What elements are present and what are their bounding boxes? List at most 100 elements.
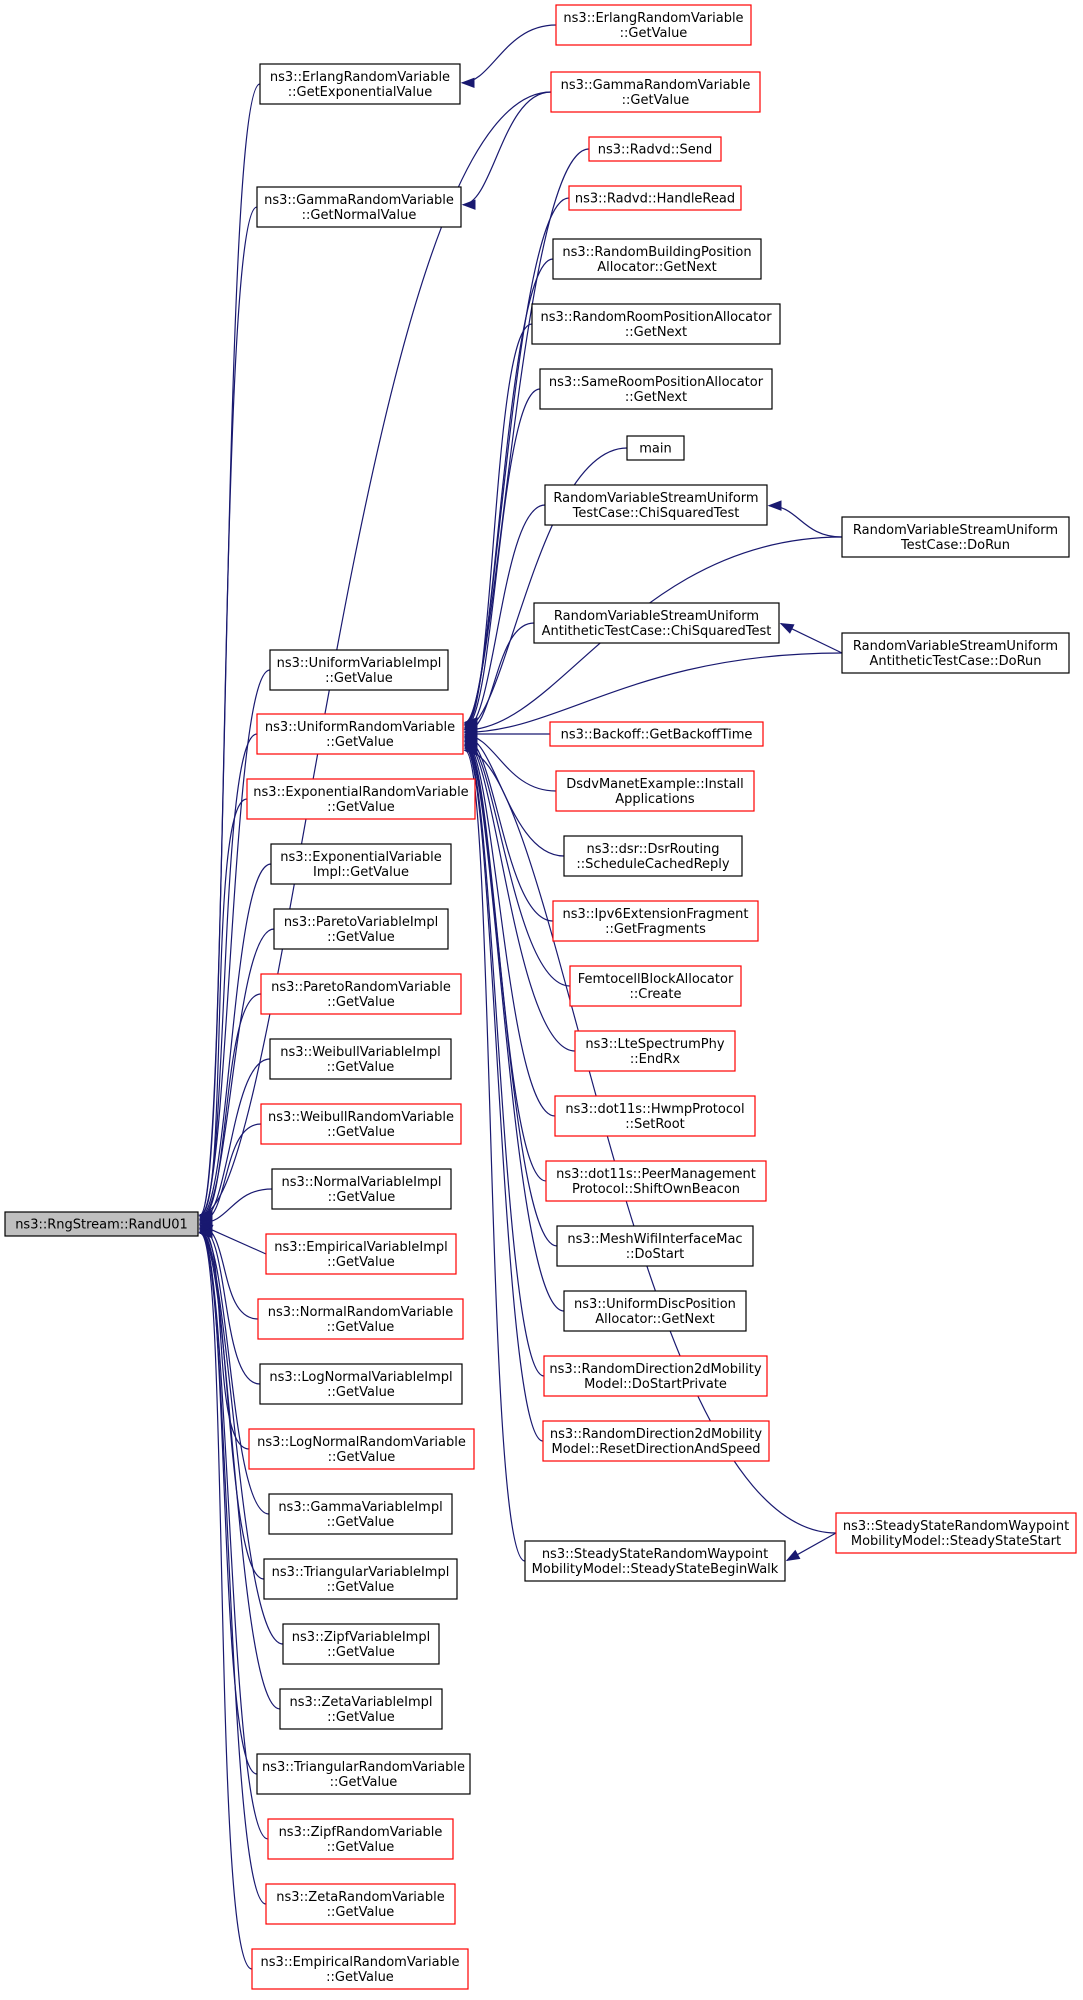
node-erl_getexp[interactable]: ns3::ErlangRandomVariable::GetExponentia… bbox=[259, 63, 461, 105]
node-lnvi[interactable]: ns3::LogNormalVariableImpl::GetValue bbox=[259, 1363, 463, 1405]
edge-root-evi bbox=[199, 863, 272, 1218]
node-peer[interactable]: ns3::dot11s::PeerManagementProtocol::Shi… bbox=[545, 1160, 767, 1202]
node-erl_getval[interactable]: ns3::ErlangRandomVariable::GetValue bbox=[555, 4, 752, 46]
node-root[interactable]: ns3::RngStream::RandU01 bbox=[4, 1211, 199, 1237]
node-gam_getnorm[interactable]: ns3::GammaRandomVariable::GetNormalValue bbox=[256, 186, 462, 228]
node-rrpa[interactable]: ns3::RandomRoomPositionAllocator::GetNex… bbox=[531, 303, 781, 345]
arrowhead bbox=[785, 1549, 801, 1562]
arrowhead bbox=[198, 1227, 213, 1239]
arrowhead bbox=[461, 199, 476, 210]
node-rbpa[interactable]: ns3::RandomBuildingPositionAllocator::Ge… bbox=[552, 238, 762, 280]
node-rvsua_chi[interactable]: RandomVariableStreamUniformAntitheticTes… bbox=[533, 602, 780, 644]
node-rvsu_chi[interactable]: RandomVariableStreamUniformTestCase::Chi… bbox=[544, 484, 768, 526]
node-ssrw_start[interactable]: ns3::SteadyStateRandomWaypointMobilityMo… bbox=[835, 1512, 1077, 1554]
node-radvd_read[interactable]: ns3::Radvd::HandleRead bbox=[568, 185, 742, 211]
node-label: ::GetFragments bbox=[605, 922, 706, 937]
node-box bbox=[260, 1103, 462, 1145]
node-zetavi[interactable]: ns3::ZetaVariableImpl::GetValue bbox=[279, 1688, 443, 1730]
node-box bbox=[841, 516, 1070, 558]
node-label: main bbox=[639, 442, 671, 457]
node-wrv[interactable]: ns3::WeibullRandomVariable::GetValue bbox=[260, 1103, 462, 1145]
node-label: ::SetRoot bbox=[625, 1117, 685, 1132]
node-rvsu_run[interactable]: RandomVariableStreamUniformTestCase::DoR… bbox=[841, 516, 1070, 558]
edge-urv-rvsua_chi bbox=[464, 622, 535, 733]
node-box bbox=[552, 900, 759, 942]
node-urv[interactable]: ns3::UniformRandomVariable::GetValue bbox=[256, 713, 464, 755]
edge-urv-lte bbox=[464, 739, 576, 1052]
node-label: ns3::ZipfRandomVariable bbox=[279, 1825, 443, 1840]
node-box bbox=[539, 368, 773, 410]
node-label: Impl::GetValue bbox=[313, 865, 409, 880]
node-label: Protocol::ShiftOwnBeacon bbox=[572, 1182, 740, 1197]
node-label: ns3::ParetoVariableImpl bbox=[284, 915, 438, 930]
node-box bbox=[568, 185, 742, 211]
node-gvi[interactable]: ns3::GammaVariableImpl::GetValue bbox=[268, 1493, 453, 1535]
node-zetarv[interactable]: ns3::ZetaRandomVariable::GetValue bbox=[265, 1883, 456, 1925]
node-tvi[interactable]: ns3::TriangularVariableImpl::GetValue bbox=[263, 1558, 458, 1600]
node-hwmp[interactable]: ns3::dot11s::HwmpProtocol::SetRoot bbox=[554, 1095, 756, 1137]
node-label: ::GetValue bbox=[327, 1515, 395, 1530]
edge-root-wvi bbox=[199, 1058, 271, 1222]
node-label: ns3::RandomBuildingPosition bbox=[562, 245, 751, 260]
node-udpa[interactable]: ns3::UniformDiscPositionAllocator::GetNe… bbox=[563, 1290, 747, 1332]
node-label: ns3::ExponentialVariable bbox=[280, 850, 442, 865]
node-lte[interactable]: ns3::LteSpectrumPhy::EndRx bbox=[574, 1030, 736, 1072]
node-nvi[interactable]: ns3::NormalVariableImpl::GetValue bbox=[271, 1168, 452, 1210]
node-backoff[interactable]: ns3::Backoff::GetBackoffTime bbox=[549, 721, 764, 747]
node-nrv[interactable]: ns3::NormalRandomVariable::GetValue bbox=[257, 1298, 464, 1340]
node-box bbox=[555, 4, 752, 46]
node-label: ns3::dsr::DsrRouting bbox=[587, 842, 720, 857]
arrowhead bbox=[779, 622, 795, 634]
node-label: ns3::SteadyStateRandomWaypoint bbox=[843, 1519, 1069, 1534]
node-box bbox=[533, 602, 780, 644]
node-label: ns3::dot11s::PeerManagement bbox=[556, 1167, 756, 1182]
node-label: ::GetValue bbox=[327, 1840, 395, 1855]
node-ipv6frag[interactable]: ns3::Ipv6ExtensionFragment::GetFragments bbox=[552, 900, 759, 942]
node-rvsua_run[interactable]: RandomVariableStreamUniformAntitheticTes… bbox=[841, 632, 1070, 674]
node-lnrv[interactable]: ns3::LogNormalRandomVariable::GetValue bbox=[248, 1428, 475, 1470]
node-uvi[interactable]: ns3::UniformVariableImpl::GetValue bbox=[269, 649, 449, 691]
node-gam_getval[interactable]: ns3::GammaRandomVariable::GetValue bbox=[550, 71, 761, 113]
arrowhead bbox=[767, 500, 782, 511]
node-trv[interactable]: ns3::TriangularRandomVariable::GetValue bbox=[256, 1753, 471, 1795]
node-label: ns3::ZipfVariableImpl bbox=[292, 1630, 430, 1645]
node-radvd_send[interactable]: ns3::Radvd::Send bbox=[588, 136, 722, 162]
node-label: ns3::LogNormalRandomVariable bbox=[257, 1435, 466, 1450]
node-emprv[interactable]: ns3::EmpiricalRandomVariable::GetValue bbox=[251, 1948, 469, 1990]
node-mesh[interactable]: ns3::MeshWifiInterfaceMac::DoStart bbox=[556, 1225, 754, 1267]
node-ssrw_walk[interactable]: ns3::SteadyStateRandomWaypointMobilityMo… bbox=[524, 1540, 786, 1582]
node-label: AntitheticTestCase::DoRun bbox=[869, 654, 1041, 669]
node-label: ns3::GammaRandomVariable bbox=[561, 78, 751, 93]
node-zrv[interactable]: ns3::ZipfRandomVariable::GetValue bbox=[267, 1818, 454, 1860]
node-main[interactable]: main bbox=[626, 435, 685, 461]
node-label: ::GetValue bbox=[327, 1905, 395, 1920]
edge-root-zetarv bbox=[199, 1232, 267, 1905]
edge-gam_getnorm-gam_getval bbox=[462, 91, 552, 206]
node-label: ::GetValue bbox=[327, 1320, 395, 1335]
edge-urv-rd2d_start bbox=[464, 746, 545, 1377]
node-wvi[interactable]: ns3::WeibullVariableImpl::GetValue bbox=[269, 1038, 452, 1080]
node-rd2d_start[interactable]: ns3::RandomDirection2dMobilityModel::DoS… bbox=[543, 1355, 768, 1397]
node-prv[interactable]: ns3::ParetoRandomVariable::GetValue bbox=[260, 973, 462, 1015]
node-erv[interactable]: ns3::ExponentialRandomVariable::GetValue bbox=[246, 778, 476, 820]
node-pvi[interactable]: ns3::ParetoVariableImpl::GetValue bbox=[273, 908, 449, 950]
node-zvi[interactable]: ns3::ZipfVariableImpl::GetValue bbox=[282, 1623, 440, 1665]
node-dsr[interactable]: ns3::dsr::DsrRouting::ScheduleCachedRepl… bbox=[563, 835, 743, 877]
node-box bbox=[282, 1623, 440, 1665]
node-label: ns3::WeibullVariableImpl bbox=[280, 1045, 440, 1060]
node-femto[interactable]: FemtocellBlockAllocator::Create bbox=[569, 965, 742, 1007]
node-rd2d_reset[interactable]: ns3::RandomDirection2dMobilityModel::Res… bbox=[542, 1420, 770, 1462]
node-label: ::GetValue bbox=[327, 800, 395, 815]
edge-urv-srpa bbox=[464, 388, 541, 728]
node-label: Allocator::GetNext bbox=[595, 1312, 715, 1327]
node-label: ns3::ErlangRandomVariable bbox=[270, 70, 450, 85]
node-box bbox=[271, 1168, 452, 1210]
node-empvi[interactable]: ns3::EmpiricalVariableImpl::GetValue bbox=[265, 1233, 457, 1275]
edge-urv-rvsua_run bbox=[464, 652, 843, 733]
node-srpa[interactable]: ns3::SameRoomPositionAllocator::GetNext bbox=[539, 368, 773, 410]
node-label: ns3::ParetoRandomVariable bbox=[271, 980, 451, 995]
node-box bbox=[268, 1493, 453, 1535]
